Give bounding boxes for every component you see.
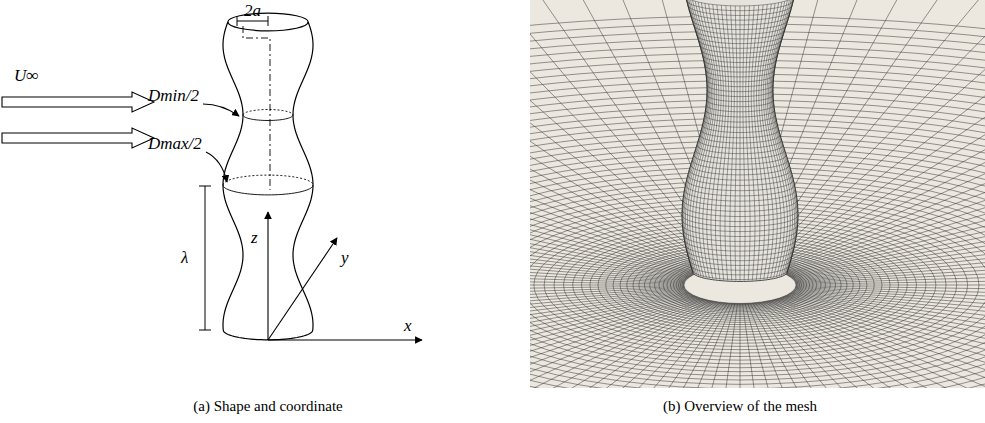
mesh-line <box>735 6 737 281</box>
axis-line <box>267 212 268 340</box>
axis-line <box>268 339 422 340</box>
dimension-label: Dmin/2 <box>148 86 199 106</box>
mesh-line <box>761 3 777 278</box>
mesh-line <box>687 0 710 275</box>
mesh-line <box>760 302 985 388</box>
axis-label: y <box>341 248 349 268</box>
mesh-render <box>530 0 985 388</box>
flow-arrow <box>2 92 154 112</box>
section-ellipse <box>243 110 293 116</box>
mesh-line <box>785 110 985 274</box>
dimension-label: 2a <box>244 1 261 21</box>
mesh-line <box>530 295 693 388</box>
section-ellipse <box>223 175 313 185</box>
section-ellipse <box>223 185 313 195</box>
dimension-label: Dmax/2 <box>148 134 202 154</box>
mesh-line <box>762 302 985 388</box>
mesh-line <box>683 0 708 273</box>
mesh-line <box>711 4 723 279</box>
mesh-line <box>780 80 985 272</box>
mesh-line <box>746 6 750 281</box>
mesh-line <box>767 1 787 276</box>
mesh-line <box>530 285 684 286</box>
flow-label: U∞ <box>14 66 38 86</box>
mesh-line <box>789 144 985 276</box>
mesh-line <box>703 3 719 278</box>
mesh-line <box>782 90 985 273</box>
axis-label: x <box>404 316 412 336</box>
mesh-line <box>740 6 741 281</box>
mesh-line <box>793 193 985 279</box>
mesh-line <box>530 121 693 274</box>
mesh-line <box>771 0 794 274</box>
mesh-line <box>772 0 796 273</box>
flow-arrow <box>2 128 154 148</box>
mesh-line <box>530 291 688 388</box>
dimension-label: λ <box>181 248 188 268</box>
mesh-line <box>699 3 717 278</box>
mesh-line <box>749 6 755 281</box>
mesh-line <box>795 245 985 282</box>
mesh-line <box>775 53 985 271</box>
mesh-line <box>530 156 690 277</box>
dimension-line <box>199 186 211 330</box>
mesh-line <box>784 100 985 274</box>
section-ellipse <box>243 115 293 121</box>
guide-line <box>243 26 270 190</box>
leader-arrow <box>203 104 239 116</box>
mesh-line <box>530 286 684 298</box>
mesh-line <box>530 70 701 271</box>
mesh-line <box>764 302 985 388</box>
mesh-line <box>767 23 985 268</box>
cylinder-outline <box>223 22 243 330</box>
mesh-line <box>757 303 985 388</box>
mesh-line <box>773 0 798 273</box>
mesh-line <box>751 5 760 280</box>
cylinder-body <box>682 0 798 281</box>
top-ellipse <box>228 13 308 31</box>
wavy-cylinder-sketch <box>2 13 422 340</box>
cylinder-outline <box>293 22 313 330</box>
mesh-line <box>715 5 726 280</box>
mesh-line <box>730 6 734 281</box>
panel-caption: (b) Overview of the mesh <box>663 398 817 415</box>
axis-label: z <box>251 228 258 248</box>
mesh-line <box>725 6 731 281</box>
mesh-line <box>743 6 745 281</box>
mesh-line <box>773 45 985 270</box>
mesh-line <box>740 303 741 388</box>
bottom-arc <box>223 330 312 340</box>
mesh-line <box>773 0 798 272</box>
panel-caption: (a) Shape and coordinate <box>193 398 343 415</box>
mesh-line <box>720 5 729 280</box>
mesh-line <box>530 290 686 364</box>
